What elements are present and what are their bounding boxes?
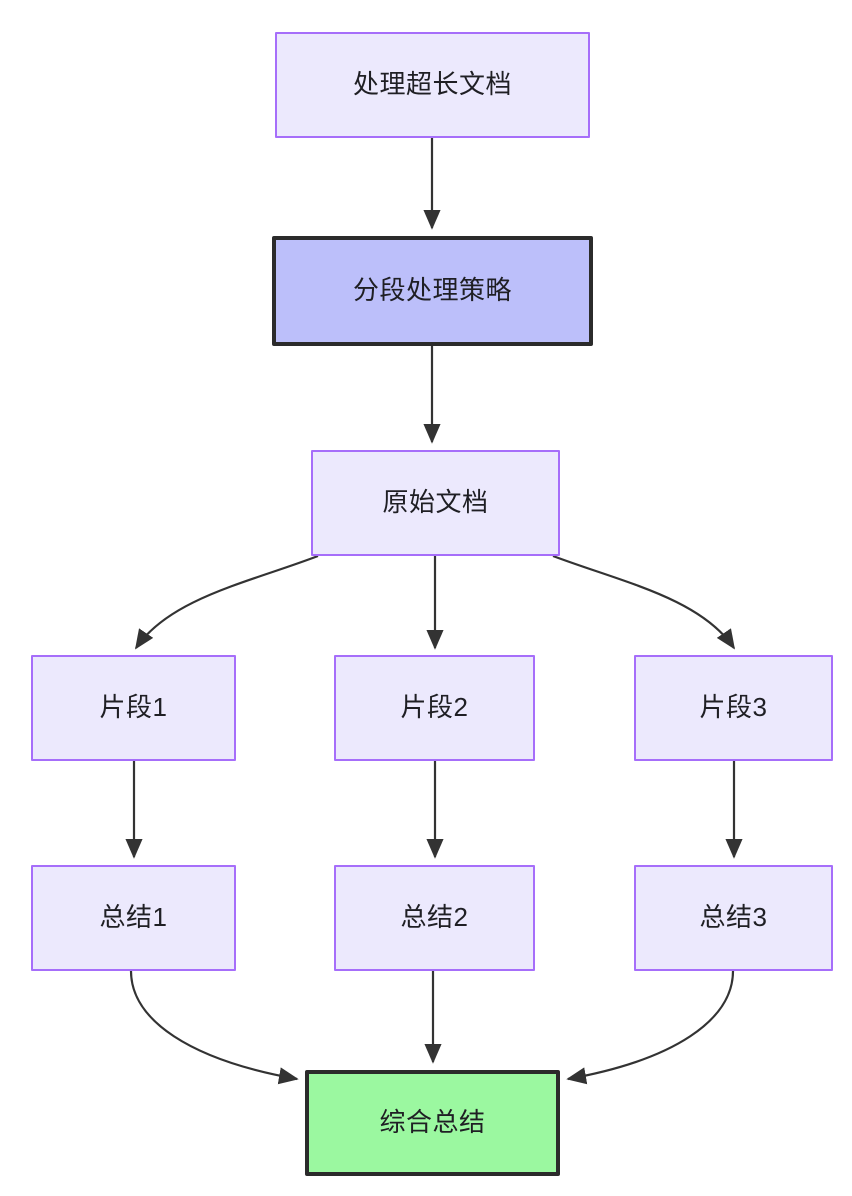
node-chunking-strategy[interactable]: 分段处理策略 bbox=[272, 236, 593, 346]
edge-source-to-chunk3 bbox=[552, 554, 735, 650]
node-label: 片段2 bbox=[400, 692, 469, 723]
node-summary-1[interactable]: 总结1 bbox=[31, 865, 236, 971]
node-final-summary[interactable]: 综合总结 bbox=[305, 1070, 560, 1176]
node-label: 总结3 bbox=[699, 902, 768, 933]
node-label: 处理超长文档 bbox=[352, 69, 512, 100]
node-summary-2[interactable]: 总结2 bbox=[334, 865, 535, 971]
node-label: 片段3 bbox=[699, 692, 768, 723]
edge-summary3-to-final bbox=[566, 970, 735, 1085]
node-chunk-3[interactable]: 片段3 bbox=[634, 655, 833, 761]
node-source-document[interactable]: 原始文档 bbox=[311, 450, 560, 556]
node-chunk-2[interactable]: 片段2 bbox=[334, 655, 535, 761]
edge-source-to-chunk1 bbox=[135, 554, 319, 650]
node-label: 总结2 bbox=[400, 902, 469, 933]
node-process-long-document[interactable]: 处理超长文档 bbox=[275, 32, 590, 138]
node-label: 原始文档 bbox=[382, 487, 489, 518]
edge-summary1-to-final bbox=[129, 970, 299, 1085]
node-label: 综合总结 bbox=[379, 1107, 486, 1138]
node-chunk-1[interactable]: 片段1 bbox=[31, 655, 236, 761]
node-label: 总结1 bbox=[99, 902, 168, 933]
node-label: 分段处理策略 bbox=[352, 275, 512, 306]
node-summary-3[interactable]: 总结3 bbox=[634, 865, 833, 971]
node-label: 片段1 bbox=[99, 692, 168, 723]
